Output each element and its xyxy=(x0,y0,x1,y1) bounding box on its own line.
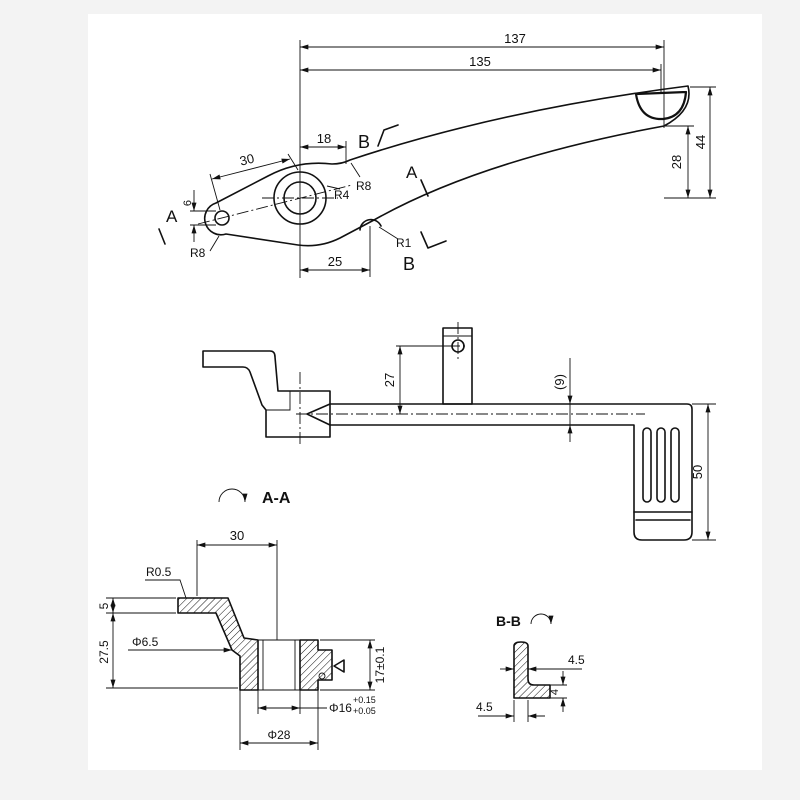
section-a-a: A-A 30 R0.5 5 27.5 Φ6.5 17±0.1 Φ16 +0.15… xyxy=(97,488,387,750)
radius-leaders xyxy=(209,162,399,252)
lever-centerline xyxy=(197,184,353,225)
pedal-tip-cup xyxy=(634,90,688,121)
arm-and-pedal-outline xyxy=(306,403,693,513)
section-a-left-mark xyxy=(158,228,166,245)
dim-25-label: 25 xyxy=(328,254,342,269)
section-a-middle-label: A xyxy=(406,163,418,182)
section-b-b-extension-lines xyxy=(513,684,567,722)
pedal-slot xyxy=(642,427,652,503)
rotation-arrow-icon xyxy=(530,613,554,625)
dim-4-label: 4 xyxy=(549,689,561,695)
dia-28-label: Φ28 xyxy=(268,728,291,742)
section-b-b-hatch xyxy=(513,641,551,699)
section-b-b-title: B-B xyxy=(496,613,521,629)
section-a-left-label: A xyxy=(166,207,178,226)
section-b-top-label: B xyxy=(358,132,370,152)
dia-6-5-label: Φ6.5 xyxy=(132,635,159,649)
section-a-middle-mark xyxy=(420,179,429,197)
pedal-slot xyxy=(656,427,666,503)
weld-symbol-icon xyxy=(333,659,345,673)
bent-tab-and-hub-outline xyxy=(202,350,331,438)
dim-30-label: 30 xyxy=(230,528,244,543)
dim-9-label: (9) xyxy=(552,374,567,390)
dim-30-line xyxy=(211,158,291,180)
fillet-bump-arc xyxy=(359,218,382,231)
section-a-a-title: A-A xyxy=(262,490,291,507)
drawing-sheet xyxy=(88,14,762,770)
fillet-label: R0.5 xyxy=(146,565,172,579)
dim-28-label: 28 xyxy=(669,155,684,169)
dim-5-label: 5 xyxy=(97,602,111,609)
dim-4-5-top-label: 4.5 xyxy=(568,653,585,667)
section-a-a-extension-lines xyxy=(106,540,375,750)
weld-circle-icon xyxy=(318,672,326,680)
dim-18-label: 18 xyxy=(317,131,331,146)
dim-6-label: 6 xyxy=(182,200,194,206)
hub-inner-edges xyxy=(266,391,291,411)
dim-4-5-bottom-label: 4.5 xyxy=(476,700,493,714)
dim-135-label: 135 xyxy=(469,54,491,69)
dia-16-label: Φ16 xyxy=(329,701,352,715)
pedal-slot xyxy=(670,427,680,503)
fillet-hub-label: R4 xyxy=(334,188,350,202)
dim-27-label: 27 xyxy=(382,373,397,387)
section-b-b: B-B 4.5 4 4.5 xyxy=(476,613,585,722)
top-lug xyxy=(442,327,473,405)
top-view: 137 135 18 30 25 28 44 6 R8 R4 R8 R1 A A… xyxy=(158,31,716,278)
fillet-small-label: R1 xyxy=(396,236,412,250)
dim-17-label: 17±0.1 xyxy=(373,646,387,683)
dim-44-label: 44 xyxy=(693,135,708,149)
section-b-bottom-label: B xyxy=(403,254,415,274)
pedal-pad xyxy=(633,511,693,541)
top-lug-centerlines xyxy=(448,322,468,362)
fillet-upper-label: R8 xyxy=(356,179,372,193)
dia-16-upper-tolerance: +0.15 xyxy=(353,695,376,705)
side-extension-lines xyxy=(396,345,716,541)
dim-30-label: 30 xyxy=(238,151,256,169)
dim-50-label: 50 xyxy=(690,465,705,479)
dim-27-5-label: 27.5 xyxy=(97,640,111,664)
side-view: 27 (9) 50 xyxy=(202,322,716,541)
dim-137-label: 137 xyxy=(504,31,526,46)
ear-hole-circle xyxy=(214,210,230,226)
rotation-arrow-icon xyxy=(218,488,248,503)
section-b-top-mark xyxy=(377,124,399,147)
section-b-bottom-mark xyxy=(420,231,447,249)
dia-16-lower-tolerance: +0.05 xyxy=(353,706,376,716)
fillet-ear-label: R8 xyxy=(190,246,206,260)
section-a-a-right-hatch xyxy=(299,639,333,691)
bore-edges xyxy=(258,639,300,691)
